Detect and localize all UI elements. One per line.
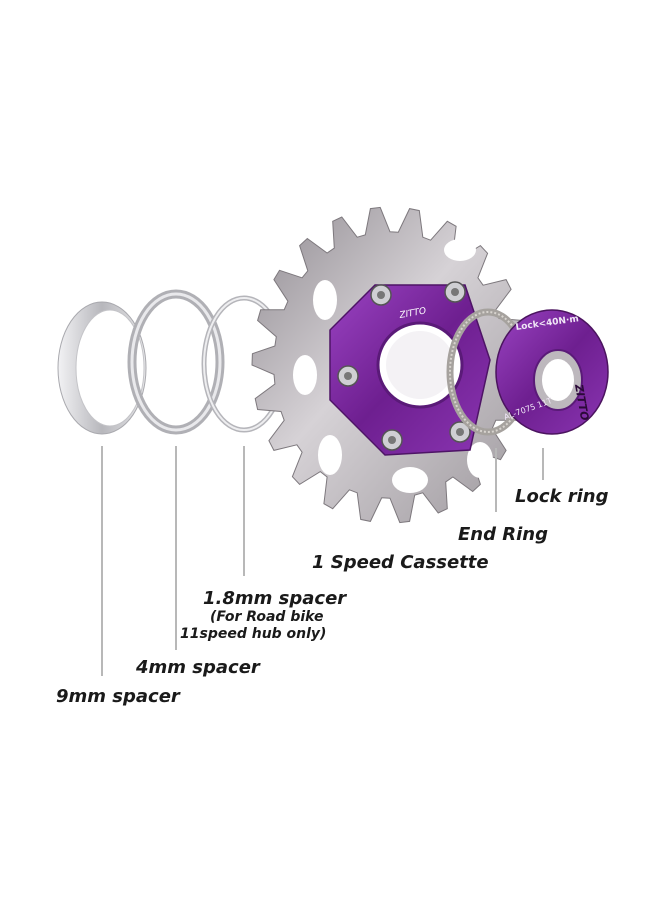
spacer-9mm: [57, 301, 147, 435]
bolts: [337, 281, 471, 451]
spacer-1-8mm-note-1: (For Road bike: [210, 609, 324, 625]
spacer-4mm: [127, 289, 225, 435]
spacer-9mm-label: 9mm spacer: [56, 686, 180, 707]
spacer-1-8mm-note-2: 11speed hub only): [180, 626, 327, 642]
cassette-label: 1 Speed Cassette: [312, 552, 489, 573]
lock-ring-brand-text: ZITTO: [572, 382, 591, 421]
spacer-1-8mm-label: 1.8mm spacer: [203, 588, 347, 609]
carrier-brand-text: ZITTO: [398, 306, 427, 321]
end-ring-label: End Ring: [458, 524, 548, 545]
purple-carrier: ZITTO: [329, 281, 491, 456]
lock-ring: Lock<40N·m ZITTO AL-7075 11T: [495, 309, 609, 435]
leader-lines: [101, 446, 544, 676]
spacer-4mm-label: 4mm spacer: [136, 657, 260, 678]
lock-ring-label: Lock ring: [515, 486, 609, 507]
